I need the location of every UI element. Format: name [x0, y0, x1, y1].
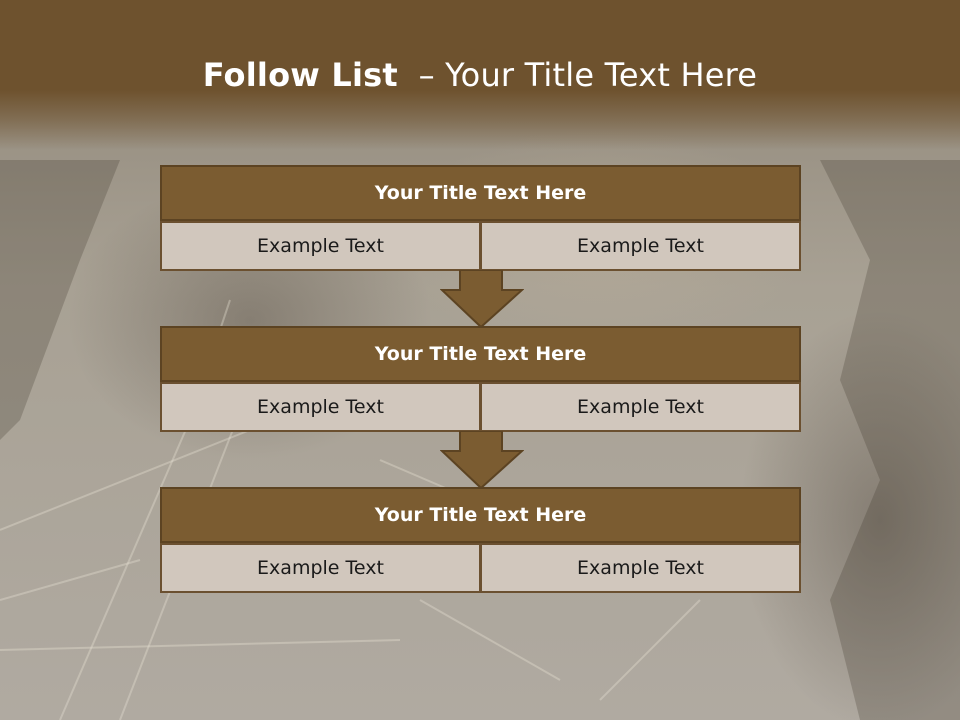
block-cell-right: Example Text	[481, 382, 801, 432]
down-arrow-icon	[440, 270, 524, 329]
block-title: Your Title Text Here	[160, 487, 801, 543]
title-bar	[0, 0, 960, 150]
block-title: Your Title Text Here	[160, 165, 801, 221]
block-cell-right: Example Text	[481, 543, 801, 593]
slide-title: Follow List – Your Title Text Here	[0, 56, 960, 94]
block-row: Example Text Example Text	[160, 382, 801, 432]
block-cell-left: Example Text	[160, 382, 481, 432]
list-block-3: Your Title Text Here Example Text Exampl…	[160, 487, 801, 593]
block-cell-left: Example Text	[160, 543, 481, 593]
block-cell-left: Example Text	[160, 221, 481, 271]
down-arrow-icon	[440, 431, 524, 490]
block-title: Your Title Text Here	[160, 326, 801, 382]
title-rest: – Your Title Text Here	[418, 56, 758, 94]
list-block-1: Your Title Text Here Example Text Exampl…	[160, 165, 801, 271]
block-row: Example Text Example Text	[160, 543, 801, 593]
block-row: Example Text Example Text	[160, 221, 801, 271]
title-bold: Follow List	[202, 56, 398, 94]
list-block-2: Your Title Text Here Example Text Exampl…	[160, 326, 801, 432]
block-cell-right: Example Text	[481, 221, 801, 271]
